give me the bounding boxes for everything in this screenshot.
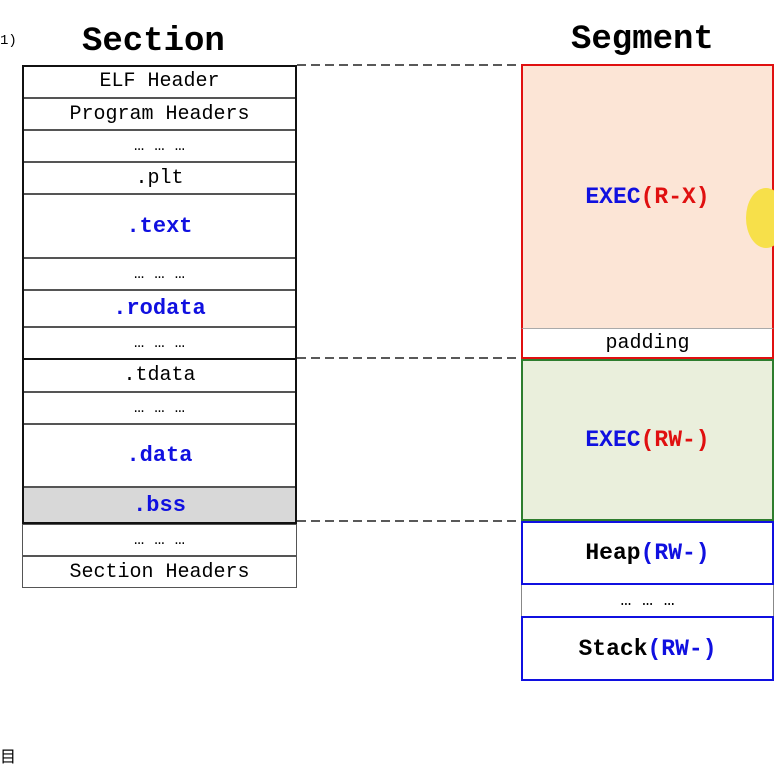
segment-exec-rx-perm: (R-X) [640,184,710,210]
cropped-glyph-fragment: 目 [0,749,17,767]
segment-stack: Stack(RW-) [521,616,774,681]
section-tdata: .tdata [22,359,297,392]
section-program-headers: Program Headers [22,98,297,130]
section-title: Section [82,23,225,61]
decorative-yellow-blob [746,188,774,248]
section-ellipsis: … … … [22,258,297,290]
section-text: .text [22,194,297,258]
segment-exec-rx: EXEC(R-X) [521,64,774,328]
section-headers: Section Headers [22,556,297,588]
segment-heap-perm: (RW-) [640,540,710,566]
section-ellipsis: … … … [22,130,297,162]
segment-exec-rw: EXEC(RW-) [521,359,774,521]
section-rodata: .rodata [22,290,297,327]
segment-exec-rx-name: EXEC [585,184,641,210]
segment-title: Segment [571,21,714,59]
section-bss: .bss [22,487,297,524]
section-data: .data [22,424,297,487]
section-plt: .plt [22,162,297,194]
segment-gap: … … … [521,585,774,616]
section-ellipsis: … … … [22,392,297,424]
segment-padding: padding [521,328,774,359]
section-ellipsis: … … … [22,524,297,556]
segment-exec-rw-name: EXEC [585,427,641,453]
section-elf-header: ELF Header [22,65,297,98]
segment-exec-rw-perm: (RW-) [640,427,710,453]
segment-heap: Heap(RW-) [521,521,774,585]
segment-heap-name: Heap [585,540,641,566]
segment-stack-perm: (RW-) [647,635,717,662]
segment-stack-name: Stack [578,635,648,662]
cropped-text-fragment: 1) [0,33,17,49]
section-ellipsis: … … … [22,327,297,359]
